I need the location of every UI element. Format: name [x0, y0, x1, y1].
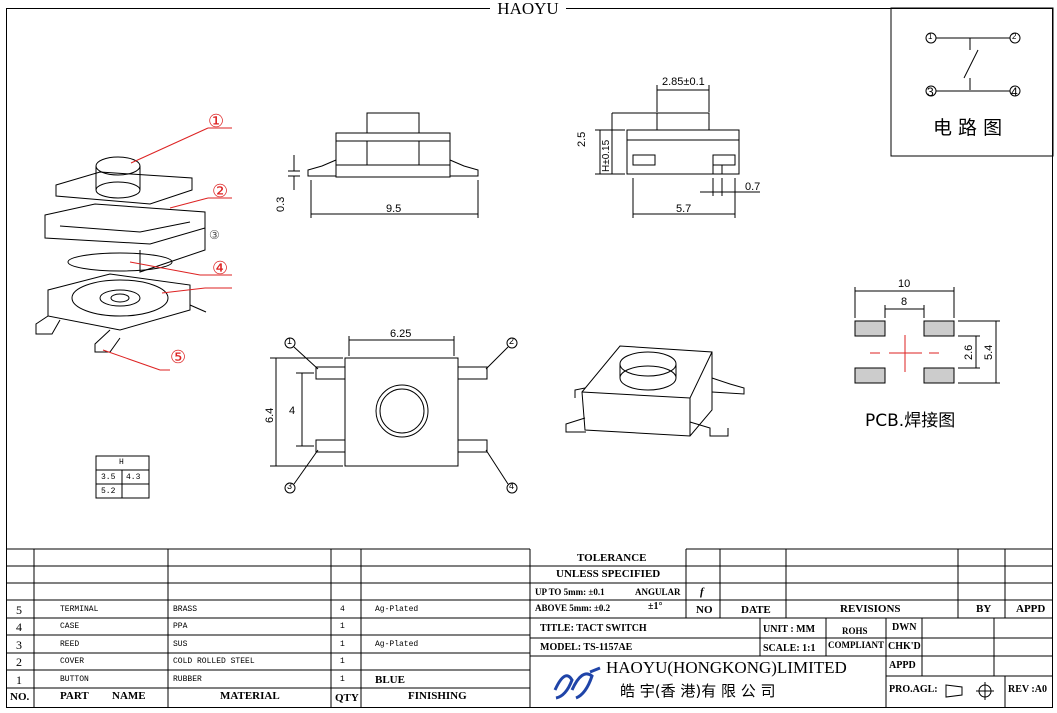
tb-model: MODEL: TS-1157AE	[540, 642, 633, 653]
tb-upto: UP TO 5mm: ±0.1	[535, 587, 605, 597]
dim-top-width: 2.85±0.1	[662, 76, 705, 88]
h-table-cell: 4.3	[126, 473, 141, 482]
tb-no: NO	[696, 604, 713, 616]
tb-tolerance: TOLERANCE	[577, 552, 647, 564]
plan-pin-3: 3	[287, 481, 293, 491]
tb-appd: APPD	[1016, 603, 1046, 615]
bom-material: PPA	[173, 622, 188, 631]
tb-angular: ANGULAR	[635, 587, 681, 597]
bom-header-material: MATERIAL	[220, 690, 280, 702]
callout-2: ②	[212, 181, 229, 201]
bom-no: 4	[16, 620, 22, 634]
pcb-dim-5-4: 5.4	[983, 344, 995, 360]
circuit-pin-3: 3	[927, 85, 934, 99]
dim-side-width: 5.7	[676, 203, 692, 215]
callout-1: ①	[208, 111, 225, 131]
callout-5: ⑤	[170, 347, 187, 367]
tb-company-en: HAOYU(HONGKONG)LIMITED	[606, 658, 847, 677]
tb-angular-val: ±1°	[648, 601, 663, 612]
side-view-right	[595, 85, 760, 218]
circuit-pin-4: 4	[1011, 85, 1018, 99]
tb-proagl: PRO.AGL:	[889, 684, 938, 695]
top-view	[270, 336, 518, 494]
bom-part: REED	[60, 640, 80, 649]
bom-header-qty: QTY	[335, 692, 359, 704]
bom-finishing: BLUE	[375, 674, 405, 686]
tb-above: ABOVE 5mm: ±0.2	[535, 603, 611, 613]
dim-pin-pitch: 4	[289, 405, 296, 417]
bom-header-no: NO.	[10, 691, 30, 703]
tb-scale: SCALE: 1:1	[763, 643, 816, 654]
circuit-box	[890, 7, 1054, 157]
tb-unless: UNLESS SPECIFIED	[556, 568, 661, 580]
tb-company-cn: 皓 宇(香 港)有 限 公 司	[620, 682, 776, 700]
bom-no: 3	[16, 638, 22, 652]
h-table-cell: 3.5	[101, 473, 116, 482]
tb-rev-mark: f	[700, 586, 704, 598]
tb-date: DATE	[741, 604, 771, 616]
bom-part: CASE	[60, 622, 80, 631]
dim-side-small: 0.3	[275, 196, 287, 212]
dim-height-right: H±0.15	[601, 139, 612, 172]
circuit-pin-1: 1	[928, 32, 933, 41]
plan-pin-1: 1	[287, 336, 293, 346]
dim-height-left: 2.5	[576, 131, 588, 147]
pcb-view	[854, 287, 1000, 384]
isometric-view	[565, 345, 745, 437]
pcb-dim-8: 8	[901, 296, 908, 308]
tb-rev: REV :A0	[1008, 684, 1047, 695]
pcb-label: PCB.焊接图	[865, 411, 956, 431]
bom-no: 5	[16, 603, 22, 617]
bom-header-finishing: FINISHING	[408, 690, 467, 702]
dim-top-height: 6.4	[264, 407, 276, 423]
h-table-cell: 5.2	[101, 487, 116, 496]
tb-appd2: APPD	[889, 660, 916, 671]
bom-qty: 1	[340, 640, 345, 649]
bom-material: BRASS	[173, 605, 198, 614]
exploded-view	[35, 156, 207, 353]
callout-4: ④	[212, 258, 229, 278]
tb-rohs: ROHS	[842, 626, 868, 636]
bom-qty: 1	[340, 622, 345, 631]
bom-part: COVER	[60, 657, 85, 666]
bom-material: SUS	[173, 640, 188, 649]
dim-top-length: 6.25	[390, 328, 412, 340]
tb-chkd: CHK'D	[888, 641, 921, 652]
title-block-grid	[530, 548, 1053, 708]
bom-no: 2	[16, 655, 22, 669]
bom-qty: 1	[340, 657, 345, 666]
bom-qty: 4	[340, 605, 345, 614]
tb-by: BY	[976, 603, 992, 615]
dim-lead: 0.7	[745, 181, 761, 193]
circuit-label: 电 路 图	[933, 117, 1003, 139]
tb-revisions: REVISIONS	[840, 603, 901, 615]
tb-unit: UNIT : MM	[763, 624, 816, 635]
bom-part: TERMINAL	[60, 605, 99, 614]
callout-3: ③	[209, 228, 220, 242]
dim-side-length: 9.5	[386, 203, 402, 215]
bom-no: 1	[16, 673, 22, 687]
bom-header-part: PART	[60, 690, 89, 702]
bom-grid	[6, 548, 531, 708]
circuit-pin-2: 2	[1012, 32, 1017, 41]
bom-qty: 1	[340, 675, 345, 684]
tb-compliant: COMPLIANT	[828, 640, 884, 650]
tb-title: TITLE: TACT SWITCH	[540, 623, 647, 634]
tb-dwn: DWN	[892, 622, 917, 633]
bom-finishing: Ag-Plated	[375, 640, 419, 649]
bom-material: RUBBER	[173, 675, 202, 684]
brand-header: HAOYU	[490, 0, 566, 18]
side-view-left	[288, 112, 479, 218]
bom-finishing: Ag-Plated	[375, 605, 419, 614]
bom-part: BUTTON	[60, 675, 89, 684]
bom-header-name: NAME	[112, 690, 146, 702]
h-table-header: H	[119, 458, 124, 467]
plan-pin-2: 2	[509, 336, 515, 346]
pcb-dim-10: 10	[898, 278, 911, 290]
company-logo	[553, 666, 601, 700]
pcb-dim-2-6: 2.6	[963, 344, 975, 360]
plan-pin-4: 4	[509, 481, 515, 491]
bom-material: COLD ROLLED STEEL	[173, 657, 255, 666]
